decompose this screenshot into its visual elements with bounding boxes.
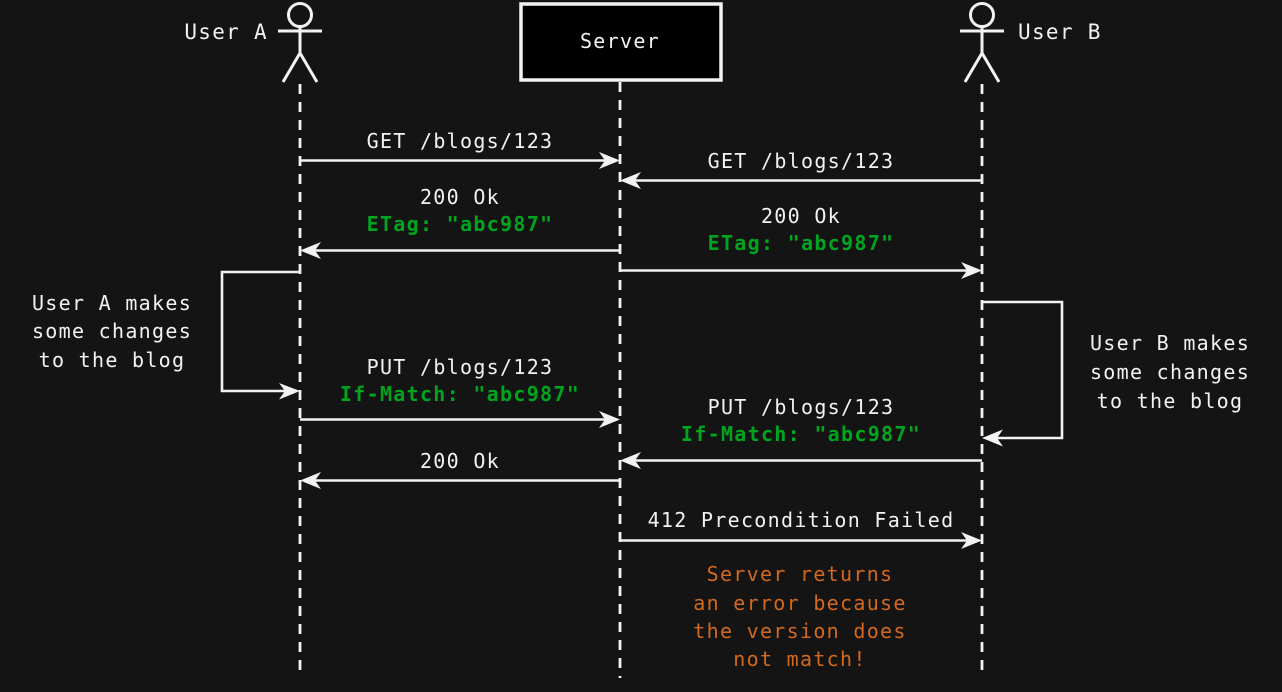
etag-header-label: ETag: "abc987" — [708, 231, 895, 255]
arrow-head-left-icon — [620, 172, 641, 189]
note-line: User A makes — [32, 291, 192, 315]
arrow-head-left-icon — [300, 472, 321, 489]
user-b-stick-figure-icon — [960, 2, 1004, 83]
self-loop-user-b: User B makes some changes to the blog — [982, 300, 1250, 447]
if-match-header-label: If-Match: "abc987" — [340, 382, 580, 406]
actor-user-b: User B — [960, 2, 1102, 83]
user-a-head — [287, 2, 313, 28]
user-b-label: User B — [1018, 20, 1102, 44]
message-label: PUT /blogs/123 — [367, 355, 554, 379]
user-b-head — [969, 2, 995, 28]
loop-line — [982, 300, 1064, 440]
user-a-label: User A — [184, 20, 268, 44]
message-ok-user-a: 200 Ok ETag: "abc987" — [300, 185, 620, 259]
message-get-user-a: GET /blogs/123 — [300, 129, 620, 169]
actor-server: Server — [519, 2, 723, 82]
arrow-head-right-icon — [961, 532, 982, 549]
error-note-line: the version does — [693, 619, 906, 643]
error-note-line: not match! — [733, 647, 866, 671]
message-get-user-b: GET /blogs/123 — [620, 149, 982, 189]
loop-line — [220, 270, 300, 393]
note-line: to the blog — [39, 348, 186, 372]
message-ok-put-user-a: 200 Ok — [300, 449, 620, 489]
arrow-head-right-icon — [599, 152, 620, 169]
note-line: some changes — [32, 319, 192, 343]
arrow-head-right-icon — [599, 411, 620, 428]
arrow-head-left-icon — [300, 242, 321, 259]
arrow-head-left-icon — [982, 429, 1003, 447]
user-a-stick-figure-icon — [278, 2, 322, 83]
message-label: PUT /blogs/123 — [708, 395, 895, 419]
arrow-head-right-icon — [961, 262, 982, 279]
message-ok-user-b: 200 Ok ETag: "abc987" — [620, 204, 982, 279]
etag-header-label: ETag: "abc987" — [367, 212, 554, 236]
status-label: 200 Ok — [761, 204, 841, 228]
message-label: GET /blogs/123 — [708, 149, 895, 173]
error-note-line: Server returns — [707, 562, 894, 586]
status-label: 200 Ok — [420, 449, 500, 473]
arrow-head-right-icon — [279, 383, 300, 400]
message-label: 412 Precondition Failed — [648, 508, 955, 532]
error-note-line: an error because — [693, 591, 906, 615]
message-label: GET /blogs/123 — [367, 129, 554, 153]
server-label: Server — [580, 29, 660, 53]
if-match-header-label: If-Match: "abc987" — [681, 422, 921, 446]
message-precondition-failed: 412 Precondition Failed — [620, 508, 982, 549]
status-label: 200 Ok — [420, 185, 500, 209]
message-put-user-a: PUT /blogs/123 If-Match: "abc987" — [300, 355, 620, 428]
note-line: some changes — [1090, 360, 1250, 384]
self-loop-user-a: User A makes some changes to the blog — [32, 270, 300, 400]
message-put-user-b: PUT /blogs/123 If-Match: "abc987" — [620, 395, 982, 469]
arrow-head-left-icon — [620, 452, 641, 469]
server-box — [519, 2, 723, 82]
actor-user-a: User A — [184, 2, 322, 83]
note-line: to the blog — [1097, 389, 1244, 413]
note-line: User B makes — [1090, 331, 1250, 355]
error-note: Server returns an error because the vers… — [693, 562, 906, 671]
